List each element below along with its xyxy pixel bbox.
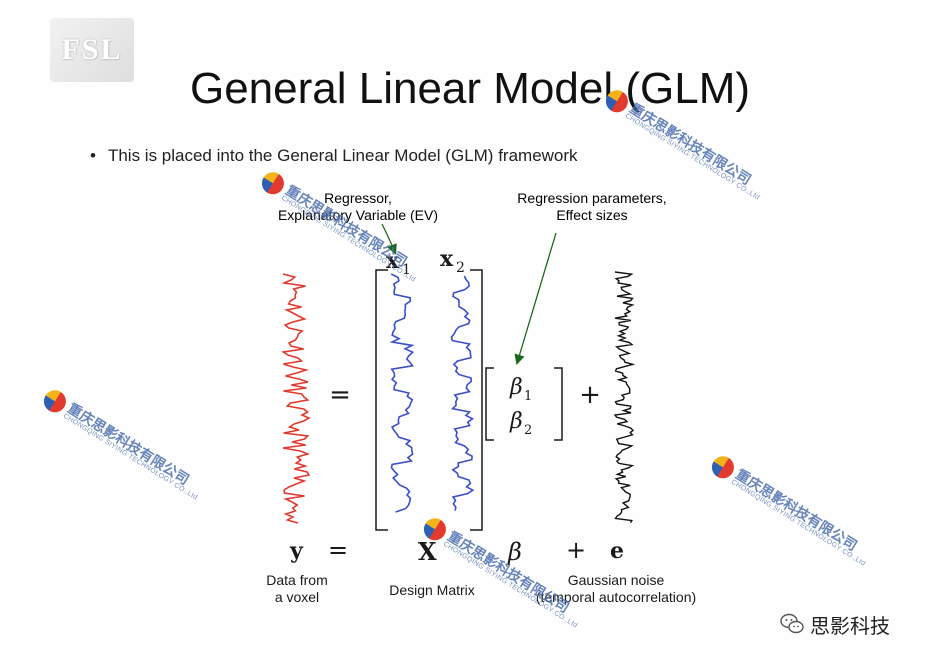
e-caption-line1: Gaussian noise (568, 572, 665, 588)
beta-left-bracket (485, 367, 494, 441)
fsl-logo: FSL (50, 18, 134, 82)
regressor-label-line1: Regressor, (324, 190, 392, 206)
bullet-text: This is placed into the General Linear M… (107, 146, 578, 165)
x2-symbol: x (440, 246, 454, 272)
eq-X: X (418, 537, 437, 566)
x1-symbol: x (386, 248, 400, 274)
equals-sign: = (329, 380, 351, 410)
beta1-symbol: β (509, 375, 523, 400)
parameters-label-line2: Effect sizes (556, 207, 627, 223)
eq-equals: = (328, 536, 348, 564)
parameters-arrow (514, 232, 557, 365)
eq-e: e (610, 538, 624, 564)
x1-subscript: 1 (402, 262, 411, 278)
x2-subscript: 2 (456, 260, 465, 276)
slide-title: General Linear Model (GLM) (189, 64, 750, 113)
wechat-icon (780, 613, 804, 634)
footer-brand: 思影科技 (780, 610, 920, 638)
y-caption-line1: Data from (266, 572, 327, 588)
bullet-item: • This is placed into the General Linear … (90, 146, 578, 166)
bullet-dot: • (90, 146, 96, 165)
design-matrix-right-bracket (470, 269, 483, 531)
beta2-symbol: β (509, 409, 523, 434)
data-signal-trace (281, 273, 311, 524)
regressor-1-trace (389, 273, 415, 513)
regressor-label-line2: Explanatory Variable (EV) (278, 207, 438, 223)
eq-plus: + (566, 536, 586, 564)
footer-brand-text: 思影科技 (810, 616, 890, 638)
regressor-2-trace (450, 275, 475, 511)
plus-sign: + (579, 380, 601, 410)
beta-right-bracket (554, 367, 563, 441)
x-caption: Design Matrix (389, 582, 475, 598)
parameters-label-line1: Regression parameters, (517, 190, 666, 206)
beta2-subscript: 2 (524, 423, 532, 438)
e-caption-line2: (temporal autocorrelation) (536, 589, 696, 605)
regressor-arrow (381, 223, 397, 255)
beta1-subscript: 1 (524, 389, 532, 404)
eq-y: y (289, 538, 304, 564)
noise-trace (613, 271, 636, 524)
design-matrix-left-bracket (375, 269, 388, 531)
eq-beta: β (507, 538, 522, 566)
y-caption-line2: a voxel (275, 589, 319, 605)
